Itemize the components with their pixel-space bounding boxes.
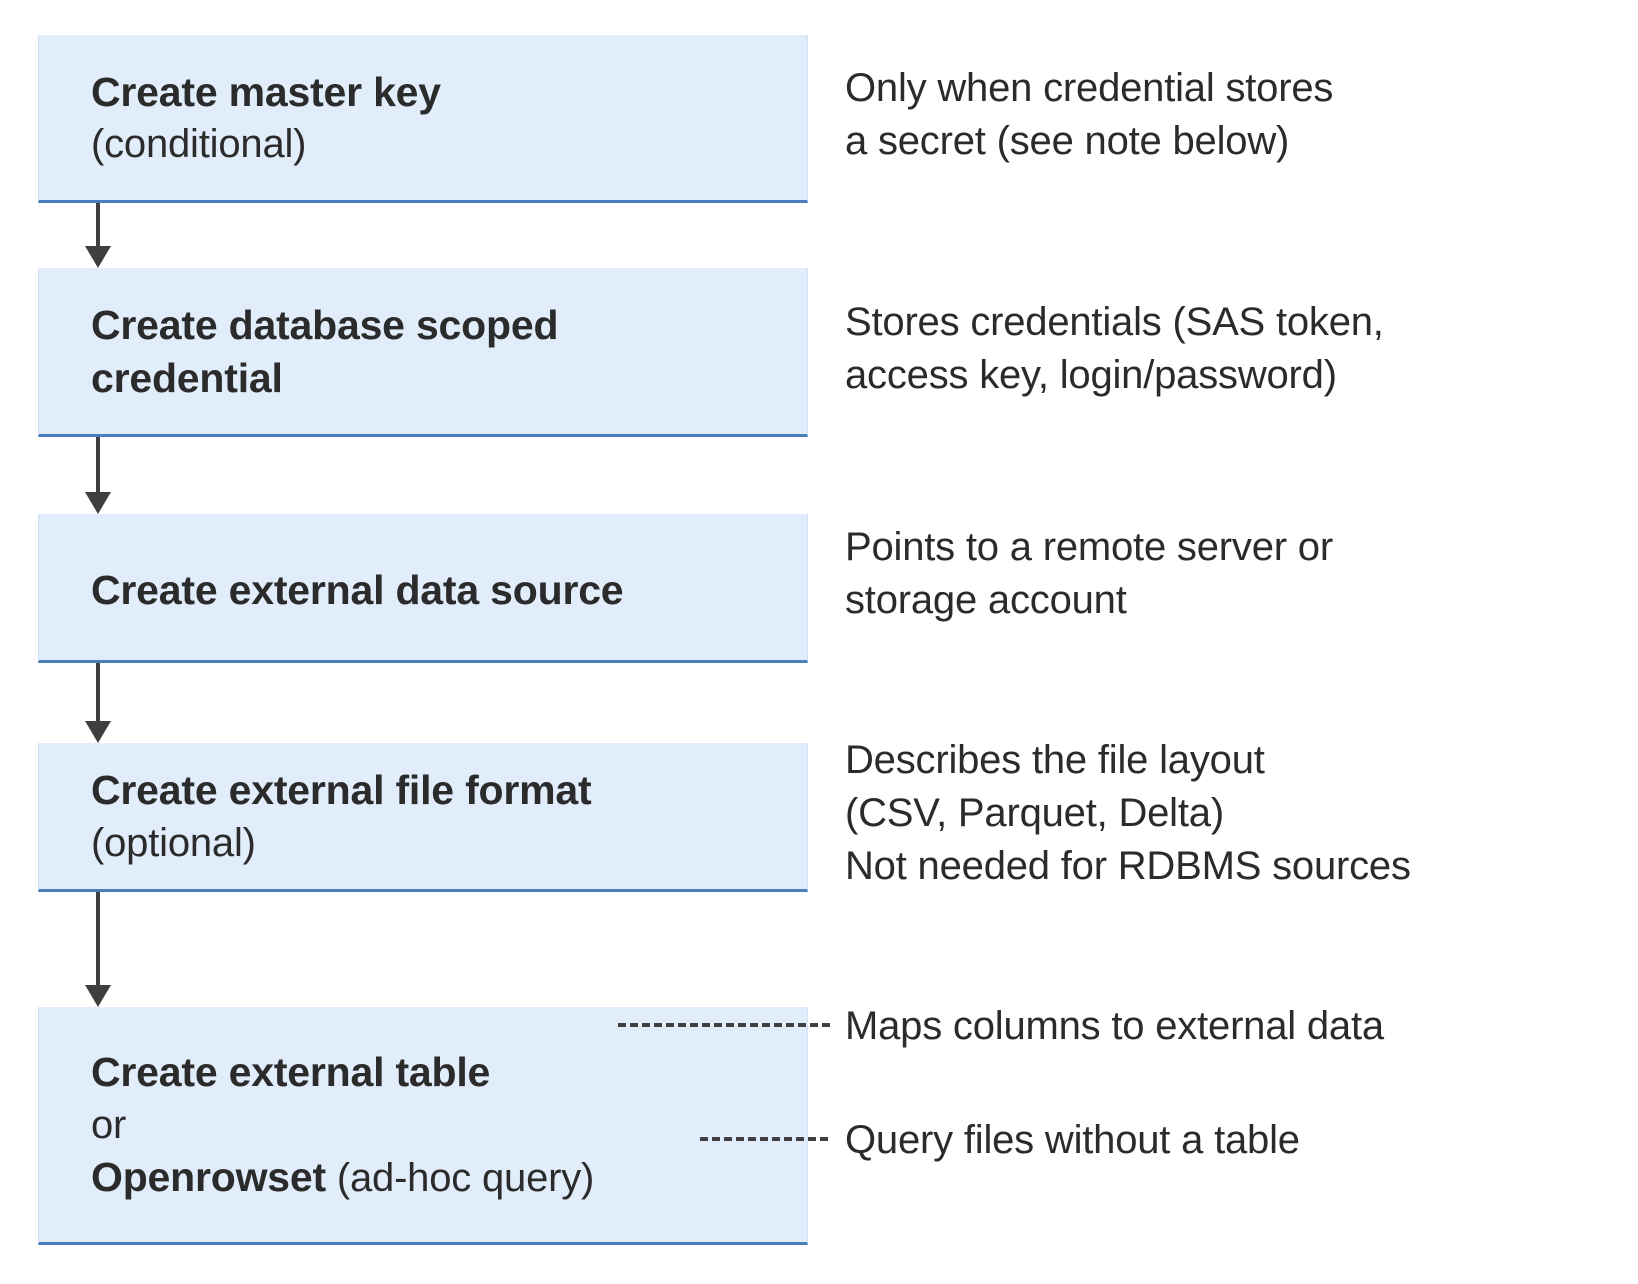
arrow-shaft: [96, 203, 100, 246]
arrow-shaft: [96, 663, 100, 721]
arrow-down-icon-2: [85, 437, 111, 514]
step-title-scoped-credential-line2: credential: [91, 354, 283, 401]
note-master-key: Only when credential stores a secret (se…: [845, 66, 1334, 164]
step-text-external-table: Create external table or Openrowset (ad-…: [39, 1046, 807, 1203]
step-title-data-source: Create external data source: [91, 567, 624, 614]
step-title-openrowset: Openrowset (ad-hoc query): [91, 1151, 793, 1204]
step-box-scoped-credential: Create database scoped credential: [38, 268, 808, 437]
dashed-connector-openrowset: [700, 1137, 828, 1141]
step-box-data-source: Create external data source: [38, 514, 808, 663]
arrow-down-icon-4: [85, 892, 111, 1007]
arrow-head: [85, 492, 111, 514]
step-title-external-table: Create external table: [91, 1049, 491, 1096]
step-subtitle-file-format: (optional): [91, 820, 256, 865]
note-openrowset: Query files without a table: [845, 1118, 1300, 1162]
step-title-file-format: Create external file format: [91, 767, 592, 814]
step-box-master-key: Create master key (conditional): [38, 35, 808, 203]
step-text-scoped-credential: Create database scoped credential: [39, 299, 807, 404]
openrowset-label: Openrowset: [91, 1153, 326, 1200]
step-separator-or: or: [91, 1102, 127, 1147]
arrow-down-icon-1: [85, 203, 111, 268]
step-text-master-key: Create master key (conditional): [39, 66, 807, 170]
dashed-connector-external-table: [618, 1023, 830, 1027]
note-external-table: Maps columns to external data: [845, 1004, 1384, 1048]
step-title-master-key: Create master key: [91, 68, 441, 115]
arrow-shaft: [96, 437, 100, 492]
note-scoped-credential: Stores credentials (SAS token, access ke…: [845, 300, 1384, 398]
step-box-file-format: Create external file format (optional): [38, 743, 808, 892]
step-subtitle-master-key: (conditional): [91, 122, 307, 167]
openrowset-suffix: (ad-hoc query): [325, 1155, 595, 1200]
arrow-down-icon-3: [85, 663, 111, 743]
note-file-format: Describes the file layout (CSV, Parquet,…: [845, 738, 1411, 889]
arrow-head: [85, 985, 111, 1007]
step-text-data-source: Create external data source: [39, 558, 807, 616]
step-title-scoped-credential-line1: Create database scoped: [91, 302, 559, 349]
arrow-head: [85, 246, 111, 268]
note-data-source: Points to a remote server or storage acc…: [845, 525, 1333, 623]
arrow-shaft: [96, 892, 100, 985]
step-text-file-format: Create external file format (optional): [39, 764, 807, 868]
arrow-head: [85, 721, 111, 743]
step-box-external-table: Create external table or Openrowset (ad-…: [38, 1007, 808, 1245]
